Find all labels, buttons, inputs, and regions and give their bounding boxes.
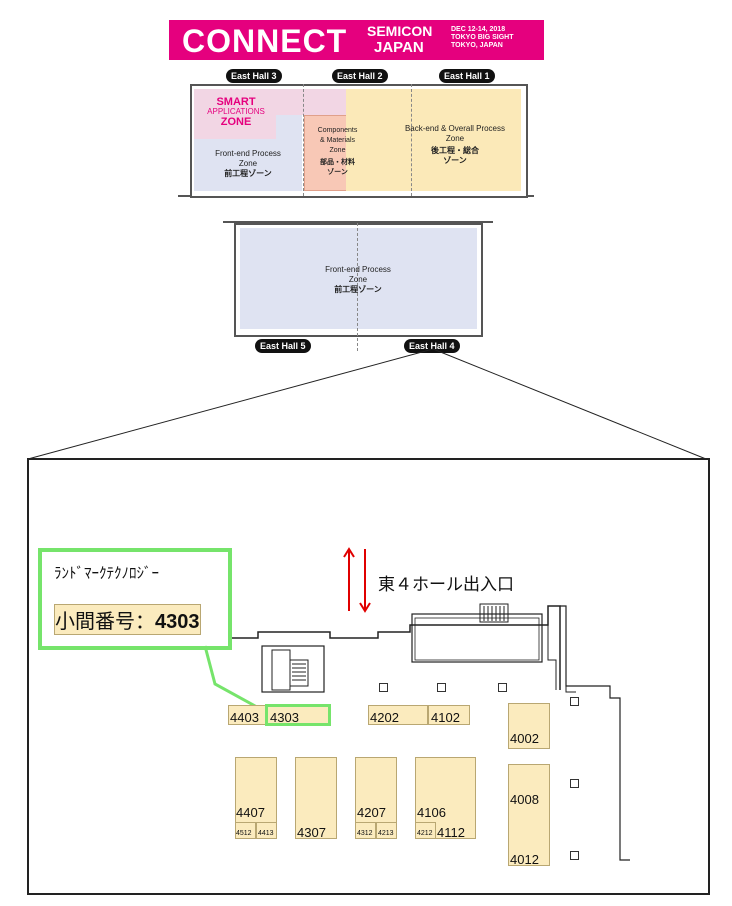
booth-label-4312: 4312	[357, 830, 373, 837]
booth-label-4112: 4112	[437, 825, 465, 840]
connect-banner: CONNECT SEMICON JAPAN DEC 12-14, 2018 TO…	[169, 20, 544, 60]
backend-label-4: ゾーン	[443, 156, 467, 165]
semicon-logo-text: SEMICON	[367, 23, 433, 39]
smart-zone-extension	[304, 89, 346, 115]
components-label-2: & Materials	[319, 137, 355, 144]
zoom-line-left	[27, 348, 434, 460]
backend-zone	[346, 89, 521, 191]
booth-number-prefix: 小間番号：	[55, 611, 155, 633]
exhibitor-callout: ﾗﾝﾄﾞﾏｰｸﾃｸﾉﾛｼﾞｰ 小間番号：4303	[38, 548, 232, 650]
hall-divider-2-1	[411, 84, 412, 196]
front-upper-label-2: Zone	[238, 159, 258, 168]
components-label: Components & Materials Zone 部品・材料 ゾーン	[306, 126, 369, 178]
booth-4303-highlight	[265, 704, 331, 726]
booth-number-line: 小間番号：4303	[54, 604, 201, 635]
booth-number-value: 4303	[155, 611, 200, 633]
booth-4213[interactable]	[376, 822, 397, 839]
booth-label-4008: 4008	[510, 792, 539, 807]
booth-label-4512: 4512	[236, 830, 252, 837]
components-label-3: Zone	[329, 147, 346, 154]
booth-4106[interactable]	[415, 757, 476, 839]
backend-label-1: Back-end & Overall Process	[404, 124, 506, 133]
pillar	[379, 683, 388, 692]
pillar	[437, 683, 446, 692]
booth-label-4102: 4102	[431, 710, 460, 725]
lower-hall-top-line	[223, 221, 493, 223]
front-lower-label-1: Front-end Process	[325, 265, 391, 274]
smart-zone-label: SMART APPLICATIONS ZONE	[196, 96, 276, 128]
booth-label-4413: 4413	[258, 830, 274, 837]
components-label-4: 部品・材料	[320, 159, 355, 166]
booth-4413[interactable]	[256, 822, 277, 839]
booth-label-4213: 4213	[378, 830, 394, 837]
front-upper-label-3: 前工程ゾーン	[224, 169, 272, 178]
front-end-zone-lower	[240, 228, 477, 329]
booth-4102[interactable]	[428, 705, 470, 725]
front-lower-label-2: Zone	[348, 275, 368, 284]
booth-4002[interactable]	[508, 703, 550, 749]
smart-zone-area	[194, 89, 276, 139]
booth-4212[interactable]	[415, 822, 436, 839]
pillar	[570, 851, 579, 860]
connect-logo-text: CONNECT	[182, 23, 348, 59]
components-label-1: Components	[317, 127, 358, 134]
booth-label-4407: 4407	[236, 805, 265, 820]
front-end-zone-upper	[194, 139, 302, 191]
booth-4202[interactable]	[368, 705, 428, 725]
booth-label-4303: 4303	[270, 710, 299, 725]
event-venue: TOKYO BIG SIGHT	[451, 34, 514, 41]
company-name: ﾗﾝﾄﾞﾏｰｸﾃｸﾉﾛｼﾞｰ	[54, 565, 160, 582]
booth-label-4307: 4307	[297, 825, 326, 840]
front-lower-label-3: 前工程ゾーン	[334, 285, 382, 294]
backend-label: Back-end & Overall Process Zone 後工程・総合 ゾ…	[380, 124, 530, 166]
booth-label-4403: 4403	[230, 710, 259, 725]
booth-4307[interactable]	[295, 757, 337, 839]
booth-label-4012: 4012	[510, 852, 539, 867]
smart-label-1: SMART	[216, 96, 256, 108]
components-label-5: ゾーン	[327, 169, 348, 176]
booth-label-4207: 4207	[357, 805, 386, 820]
booth-label-4106: 4106	[417, 805, 446, 820]
event-date: DEC 12-14, 2018	[451, 26, 506, 33]
booth-label-4212: 4212	[417, 830, 433, 837]
front-lower-label: Front-end Process Zone 前工程ゾーン	[308, 265, 408, 295]
front-upper-label-1: Front-end Process	[215, 149, 281, 158]
booth-label-4002: 4002	[510, 731, 539, 746]
booth-4312[interactable]	[355, 822, 376, 839]
hall-tag-east-5: East Hall 5	[255, 339, 311, 353]
pillar	[570, 779, 579, 788]
hall-divider-5-4	[357, 223, 358, 351]
smart-label-2: APPLICATIONS	[207, 107, 265, 116]
smart-label-3: ZONE	[220, 116, 252, 128]
front-upper-label: Front-end Process Zone 前工程ゾーン	[198, 149, 298, 179]
booth-4512[interactable]	[235, 822, 256, 839]
hall-tag-east-2: East Hall 2	[332, 69, 388, 83]
hall-divider-3-2	[303, 84, 304, 196]
backend-label-3: 後工程・総合	[431, 146, 479, 155]
pillar	[498, 683, 507, 692]
event-info: DEC 12-14, 2018 TOKYO BIG SIGHT TOKYO, J…	[451, 26, 514, 50]
booth-4008[interactable]	[508, 764, 550, 866]
hall-tag-east-4: East Hall 4	[404, 339, 460, 353]
hall-tag-east-3: East Hall 3	[226, 69, 282, 83]
entrance-arrows-icon	[343, 547, 371, 613]
front-end-zone-notch	[276, 115, 302, 139]
japan-logo-text: JAPAN	[374, 39, 424, 56]
zoom-line-right	[432, 348, 707, 460]
east4-entrance-label: 東４ホール出入口	[378, 575, 514, 594]
event-city: TOKYO, JAPAN	[451, 42, 503, 49]
hall-tag-east-1: East Hall 1	[439, 69, 495, 83]
booth-label-4202: 4202	[370, 710, 399, 725]
pillar	[570, 697, 579, 706]
backend-label-2: Zone	[445, 134, 465, 143]
